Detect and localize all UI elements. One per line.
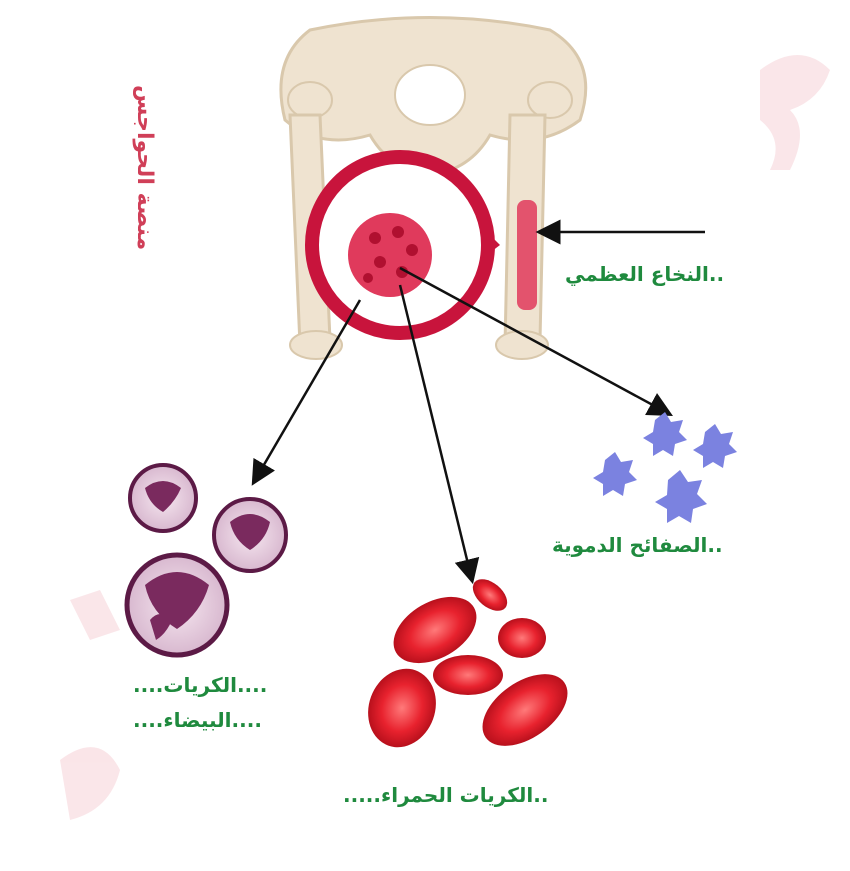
platelets-cluster <box>593 412 737 523</box>
label-bone-marrow: ..النخاع العظمي <box>565 262 724 286</box>
label-white-cells-line2: ....البيضاء.... <box>133 708 262 732</box>
femur-marrow-strip <box>517 200 537 310</box>
label-platelets: ..الصفائح الدموية <box>552 533 723 557</box>
watermark-text: منصة الحواجس <box>132 85 157 250</box>
label-red-cells: ..الكريات الحمراء..... <box>343 783 548 807</box>
white-cells <box>127 465 286 655</box>
label-white-cells-line1: ....الكريات.... <box>133 673 267 697</box>
red-cells <box>357 573 580 761</box>
